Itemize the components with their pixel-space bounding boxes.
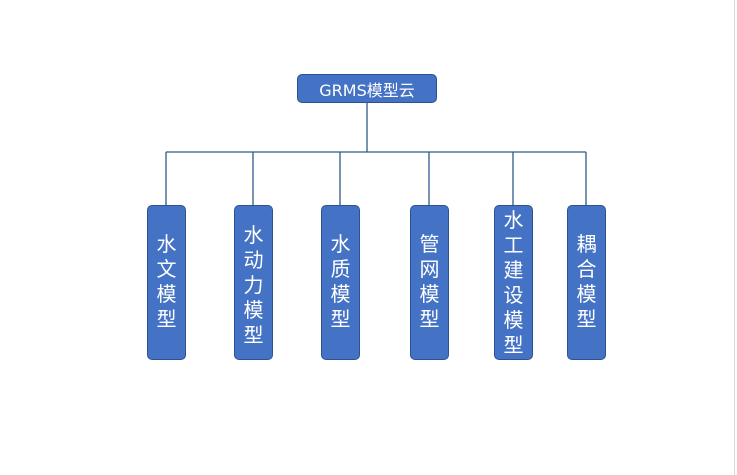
child-node-hydraulic-construction[interactable]: 水工建设模型 xyxy=(494,205,533,360)
child-node-coupling[interactable]: 耦合模型 xyxy=(567,205,606,360)
child-node-label: 水工建设模型 xyxy=(503,208,524,357)
child-node-label: 水文模型 xyxy=(156,232,177,331)
child-node-hydrodynamics[interactable]: 水动力模型 xyxy=(234,205,273,360)
child-node-water-quality[interactable]: 水质模型 xyxy=(321,205,360,360)
child-node-label: 管网模型 xyxy=(419,232,440,331)
child-node-label: 耦合模型 xyxy=(576,232,597,331)
root-node[interactable]: GRMS模型云 xyxy=(297,74,437,103)
root-node-label: GRMS模型云 xyxy=(319,80,415,100)
page-edge-divider xyxy=(734,0,735,475)
child-node-label: 水质模型 xyxy=(330,232,351,331)
child-node-pipe-network[interactable]: 管网模型 xyxy=(410,205,449,360)
child-node-hydrology[interactable]: 水文模型 xyxy=(147,205,186,360)
child-node-label: 水动力模型 xyxy=(243,223,264,347)
